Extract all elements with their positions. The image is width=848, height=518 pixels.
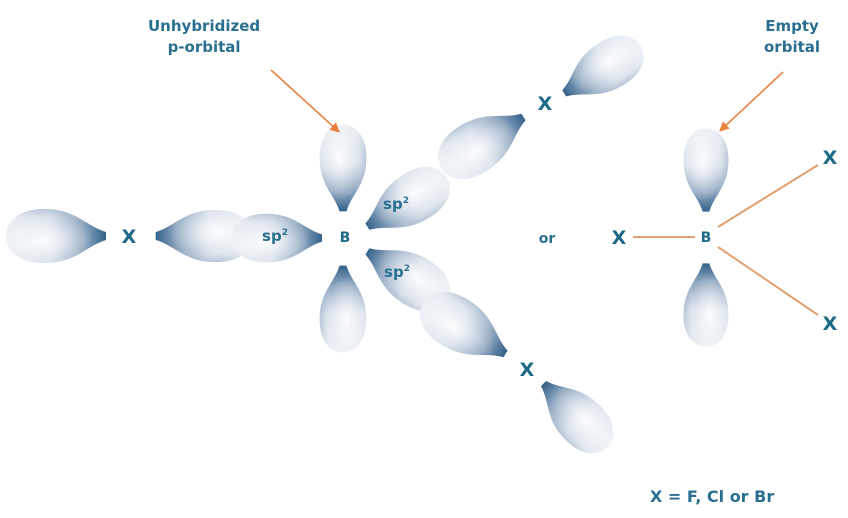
unhybridized-callout: Unhybridized p-orbital <box>148 16 260 58</box>
halogen-legend: X = F, Cl or Br <box>650 487 775 506</box>
halogen-lobe-lower-outer <box>526 366 625 465</box>
empty-orbital-upper-lobe <box>683 128 729 212</box>
sp2-superscript: 2 <box>403 264 410 274</box>
sp2-base: sp <box>383 195 403 213</box>
empty-orbital-arrow <box>719 71 784 132</box>
halogen-atom-right-lower: X <box>822 313 838 335</box>
boron-halo-right <box>696 228 716 248</box>
bond-lower-right <box>717 246 819 316</box>
right-lewis-model <box>633 71 819 347</box>
halogen-atom-right-left: X <box>611 227 627 249</box>
halogen-lobe-left-outer <box>6 209 106 263</box>
bond-upper-right <box>717 164 819 228</box>
sp2-label-lower: sp2 <box>384 263 410 281</box>
sp2-label-left: sp2 <box>262 227 288 245</box>
unhybridized-arrow <box>270 69 340 133</box>
boron-halo-left <box>332 225 358 251</box>
halogen-atom-lower: X <box>519 359 535 381</box>
empty-label-line2: orbital <box>764 38 821 56</box>
boron-atom-right: B <box>700 230 712 246</box>
unhybridized-label-line1: Unhybridized <box>148 17 261 35</box>
p-orbital-upper-lobe <box>319 124 367 212</box>
unhybridized-label-line2: p-orbital <box>167 38 241 56</box>
empty-label-line1: Empty <box>765 17 819 35</box>
sp2-base: sp <box>384 263 404 281</box>
sp2-superscript: 2 <box>402 196 409 206</box>
left-orbital-model <box>6 25 654 465</box>
sp2-superscript: 2 <box>281 228 288 238</box>
empty-orbital-callout: Empty orbital <box>764 16 820 58</box>
p-orbital-lower-lobe <box>319 265 367 353</box>
or-separator: or <box>538 231 556 247</box>
sp2-base: sp <box>262 227 282 245</box>
halogen-atom-upper: X <box>537 93 553 115</box>
halogen-lobe-upper-outer <box>551 25 654 114</box>
halogen-atom-right-upper: X <box>822 147 838 169</box>
sp2-label-upper: sp2 <box>383 195 409 213</box>
empty-orbital-lower-lobe <box>683 263 729 347</box>
halogen-atom-left: X <box>121 226 137 248</box>
boron-atom-left: B <box>339 230 351 246</box>
